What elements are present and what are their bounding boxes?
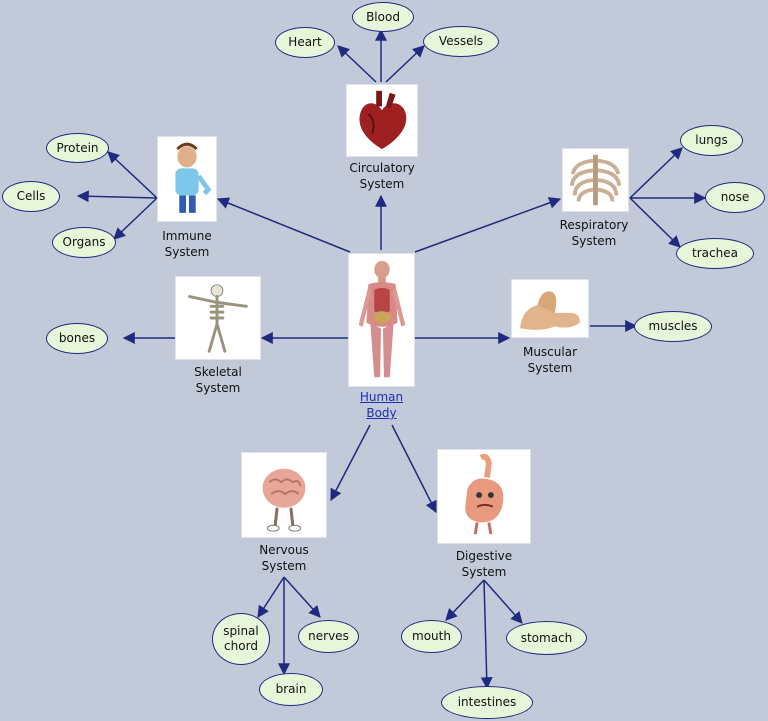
muscular-system-label: Muscular System bbox=[522, 345, 578, 375]
heart-icon bbox=[359, 90, 407, 150]
leaf-organs[interactable]: Organs bbox=[52, 227, 116, 258]
leaf-muscles[interactable]: muscles bbox=[634, 311, 712, 342]
brain-character-icon bbox=[262, 468, 306, 532]
immune-system-label: Immune System bbox=[162, 229, 212, 259]
leaf-brain[interactable]: brain bbox=[259, 673, 323, 706]
skeletal-system-label: Skeletal System bbox=[194, 365, 242, 395]
nervous-system-image[interactable] bbox=[241, 452, 327, 538]
muscular-system-image[interactable] bbox=[511, 279, 589, 338]
leaf-lungs[interactable]: lungs bbox=[680, 125, 743, 156]
human-anatomy-icon bbox=[358, 260, 406, 378]
circulatory-system-image[interactable] bbox=[346, 84, 418, 157]
skeletal-system-image[interactable] bbox=[175, 276, 261, 360]
leaf-protein[interactable]: Protein bbox=[46, 133, 109, 163]
immune-system-image[interactable] bbox=[157, 136, 217, 222]
leaf-spinal-chord[interactable]: spinal chord bbox=[212, 613, 270, 665]
digestive-system-label: Digestive System bbox=[455, 549, 513, 579]
leaf-nose[interactable]: nose bbox=[705, 182, 765, 213]
ribcage-icon bbox=[569, 154, 622, 206]
nervous-system-label: Nervous System bbox=[259, 543, 309, 573]
leaf-nerves[interactable]: nerves bbox=[298, 620, 359, 653]
digestive-system-image[interactable] bbox=[437, 449, 531, 544]
leaf-cells[interactable]: Cells bbox=[2, 181, 60, 212]
stomach-character-icon bbox=[465, 453, 504, 535]
human-body-link[interactable]: Human Body bbox=[359, 390, 404, 420]
circulatory-system-label: Circulatory System bbox=[349, 161, 415, 191]
flexed-arm-icon bbox=[520, 291, 580, 330]
leaf-vessels[interactable]: Vessels bbox=[423, 26, 499, 57]
leaf-stomach[interactable]: stomach bbox=[506, 621, 587, 655]
human-body-image[interactable] bbox=[348, 253, 415, 387]
leaf-mouth[interactable]: mouth bbox=[401, 620, 462, 653]
respiratory-system-label: Respiratory System bbox=[559, 218, 629, 248]
leaf-heart[interactable]: Heart bbox=[275, 27, 335, 58]
skeleton-icon bbox=[188, 284, 248, 353]
sick-figure-icon bbox=[175, 142, 212, 213]
leaf-bones[interactable]: bones bbox=[46, 323, 108, 354]
leaf-blood[interactable]: Blood bbox=[352, 2, 414, 32]
respiratory-system-image[interactable] bbox=[562, 148, 629, 212]
leaf-intestines[interactable]: intestines bbox=[441, 686, 533, 719]
leaf-trachea[interactable]: trachea bbox=[676, 238, 754, 269]
